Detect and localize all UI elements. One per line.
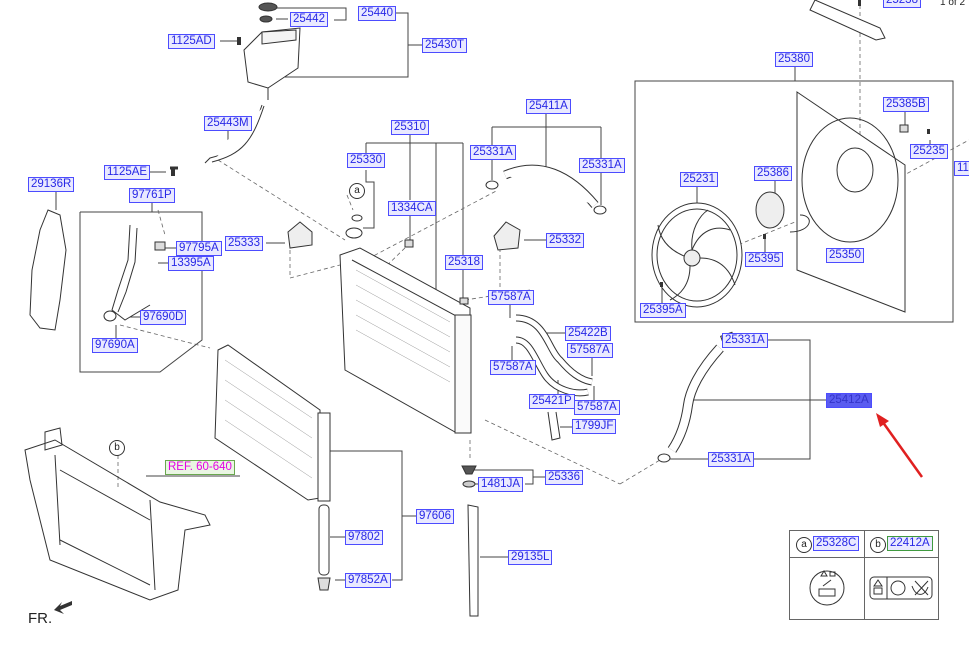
callout-25333[interactable]: 25333: [225, 236, 263, 251]
callout-57587A-top[interactable]: 57587A: [488, 290, 534, 305]
callout-25422B[interactable]: 25422B: [565, 326, 611, 341]
red-pointer-arrow: [876, 413, 924, 478]
callout-57587A-right-bottom[interactable]: 57587A: [574, 400, 620, 415]
callout-25231[interactable]: 25231: [680, 172, 718, 187]
callout-25380[interactable]: 25380: [775, 52, 813, 67]
callout-25385B[interactable]: 25385B: [883, 97, 929, 112]
ac-pipe-illustration: [103, 224, 166, 322]
legend-marker-b: b: [870, 537, 886, 553]
callout-25331A-lower[interactable]: 25331A: [708, 452, 754, 467]
callout-97606[interactable]: 97606: [416, 509, 454, 524]
callout-25440[interactable]: 25440: [358, 6, 396, 21]
callout-25332[interactable]: 25332: [546, 233, 584, 248]
marker-b: b: [109, 440, 125, 456]
callout-1125AE[interactable]: 1125AE: [104, 165, 151, 180]
callout-25443M[interactable]: 25443M: [204, 116, 252, 131]
callout-25336[interactable]: 25336: [545, 470, 583, 485]
callout-1799JF[interactable]: 1799JF: [572, 419, 617, 434]
callout-25331A-left[interactable]: 25331A: [470, 145, 516, 160]
callout-97795A[interactable]: 97795A: [176, 241, 222, 256]
front-direction-label: FR.: [28, 610, 53, 627]
legend-table: a 25328C b 22412A: [789, 530, 939, 620]
callout-25386[interactable]: 25386: [754, 166, 792, 181]
small-bolts: [171, 0, 930, 287]
callout-57587A-right-top[interactable]: 57587A: [567, 343, 613, 358]
callout-25421P[interactable]: 25421P: [529, 394, 575, 409]
callout-25331A-upper[interactable]: 25331A: [722, 333, 768, 348]
reference-60-640[interactable]: REF. 60-640: [165, 460, 235, 475]
reservoir-illustration: [204, 2, 301, 164]
callout-25318[interactable]: 25318: [445, 255, 483, 270]
top-bracket-illustration: [809, 0, 886, 41]
condenser-illustration: [214, 344, 331, 591]
callout-97761P[interactable]: 97761P: [129, 188, 175, 203]
callout-25395[interactable]: 25395: [745, 252, 783, 267]
callout-97852A[interactable]: 97852A: [345, 573, 391, 588]
legend-part-22412A[interactable]: 22412A: [887, 536, 933, 551]
callout-57587A-left[interactable]: 57587A: [490, 360, 536, 375]
callout-25411A[interactable]: 25411A: [526, 99, 571, 114]
callout-25442[interactable]: 25442: [290, 12, 328, 27]
upper-hose-illustration: [485, 164, 607, 215]
callout-1334CA[interactable]: 1334CA: [388, 201, 436, 216]
callout-25310[interactable]: 25310: [391, 120, 429, 135]
callout-29135L[interactable]: 29135L: [508, 550, 553, 565]
warning-label-icon: [869, 576, 933, 600]
legend-divider: [864, 531, 865, 619]
warning-cap-icon: [809, 570, 845, 606]
callout-25238[interactable]: 25238: [883, 0, 921, 8]
bracket-illustrations: [287, 221, 521, 305]
fr-arrow: [54, 601, 72, 614]
fan-illustration: [651, 91, 909, 313]
callout-25235[interactable]: 25235: [910, 144, 948, 159]
side-seal-illustration: [29, 166, 178, 331]
callout-97802[interactable]: 97802: [345, 530, 383, 545]
callout-25395A[interactable]: 25395A: [640, 303, 686, 318]
callout-25430T[interactable]: 25430T: [422, 38, 468, 53]
air-guard-illustration: [461, 465, 479, 617]
callout-97690A[interactable]: 97690A: [92, 338, 138, 353]
legend-part-25328C[interactable]: 25328C: [813, 536, 860, 551]
callout-97690D[interactable]: 97690D: [140, 310, 187, 325]
callout-25350[interactable]: 25350: [826, 248, 864, 263]
legend-marker-a: a: [796, 537, 812, 553]
marker-a: a: [349, 183, 365, 199]
callout-25331A-right[interactable]: 25331A: [579, 158, 625, 173]
callout-25330[interactable]: 25330: [347, 153, 385, 168]
callout-13395A[interactable]: 13395A: [168, 256, 214, 271]
page-indicator: 1 of 2: [940, 0, 966, 8]
radiator-illustration: [339, 214, 472, 434]
oil-cooler-hose-illustration: [515, 314, 593, 441]
legend-icons: [809, 570, 933, 606]
callout-29136R[interactable]: 29136R: [28, 177, 75, 192]
carrier-illustration: [24, 427, 211, 601]
callout-25412A-selected[interactable]: 25412A: [826, 393, 872, 408]
callout-11[interactable]: 11: [954, 161, 969, 176]
callout-1481JA[interactable]: 1481JA: [478, 477, 524, 492]
callout-1125AD[interactable]: 1125AD: [168, 34, 215, 49]
lower-hose-illustration: [657, 331, 736, 463]
